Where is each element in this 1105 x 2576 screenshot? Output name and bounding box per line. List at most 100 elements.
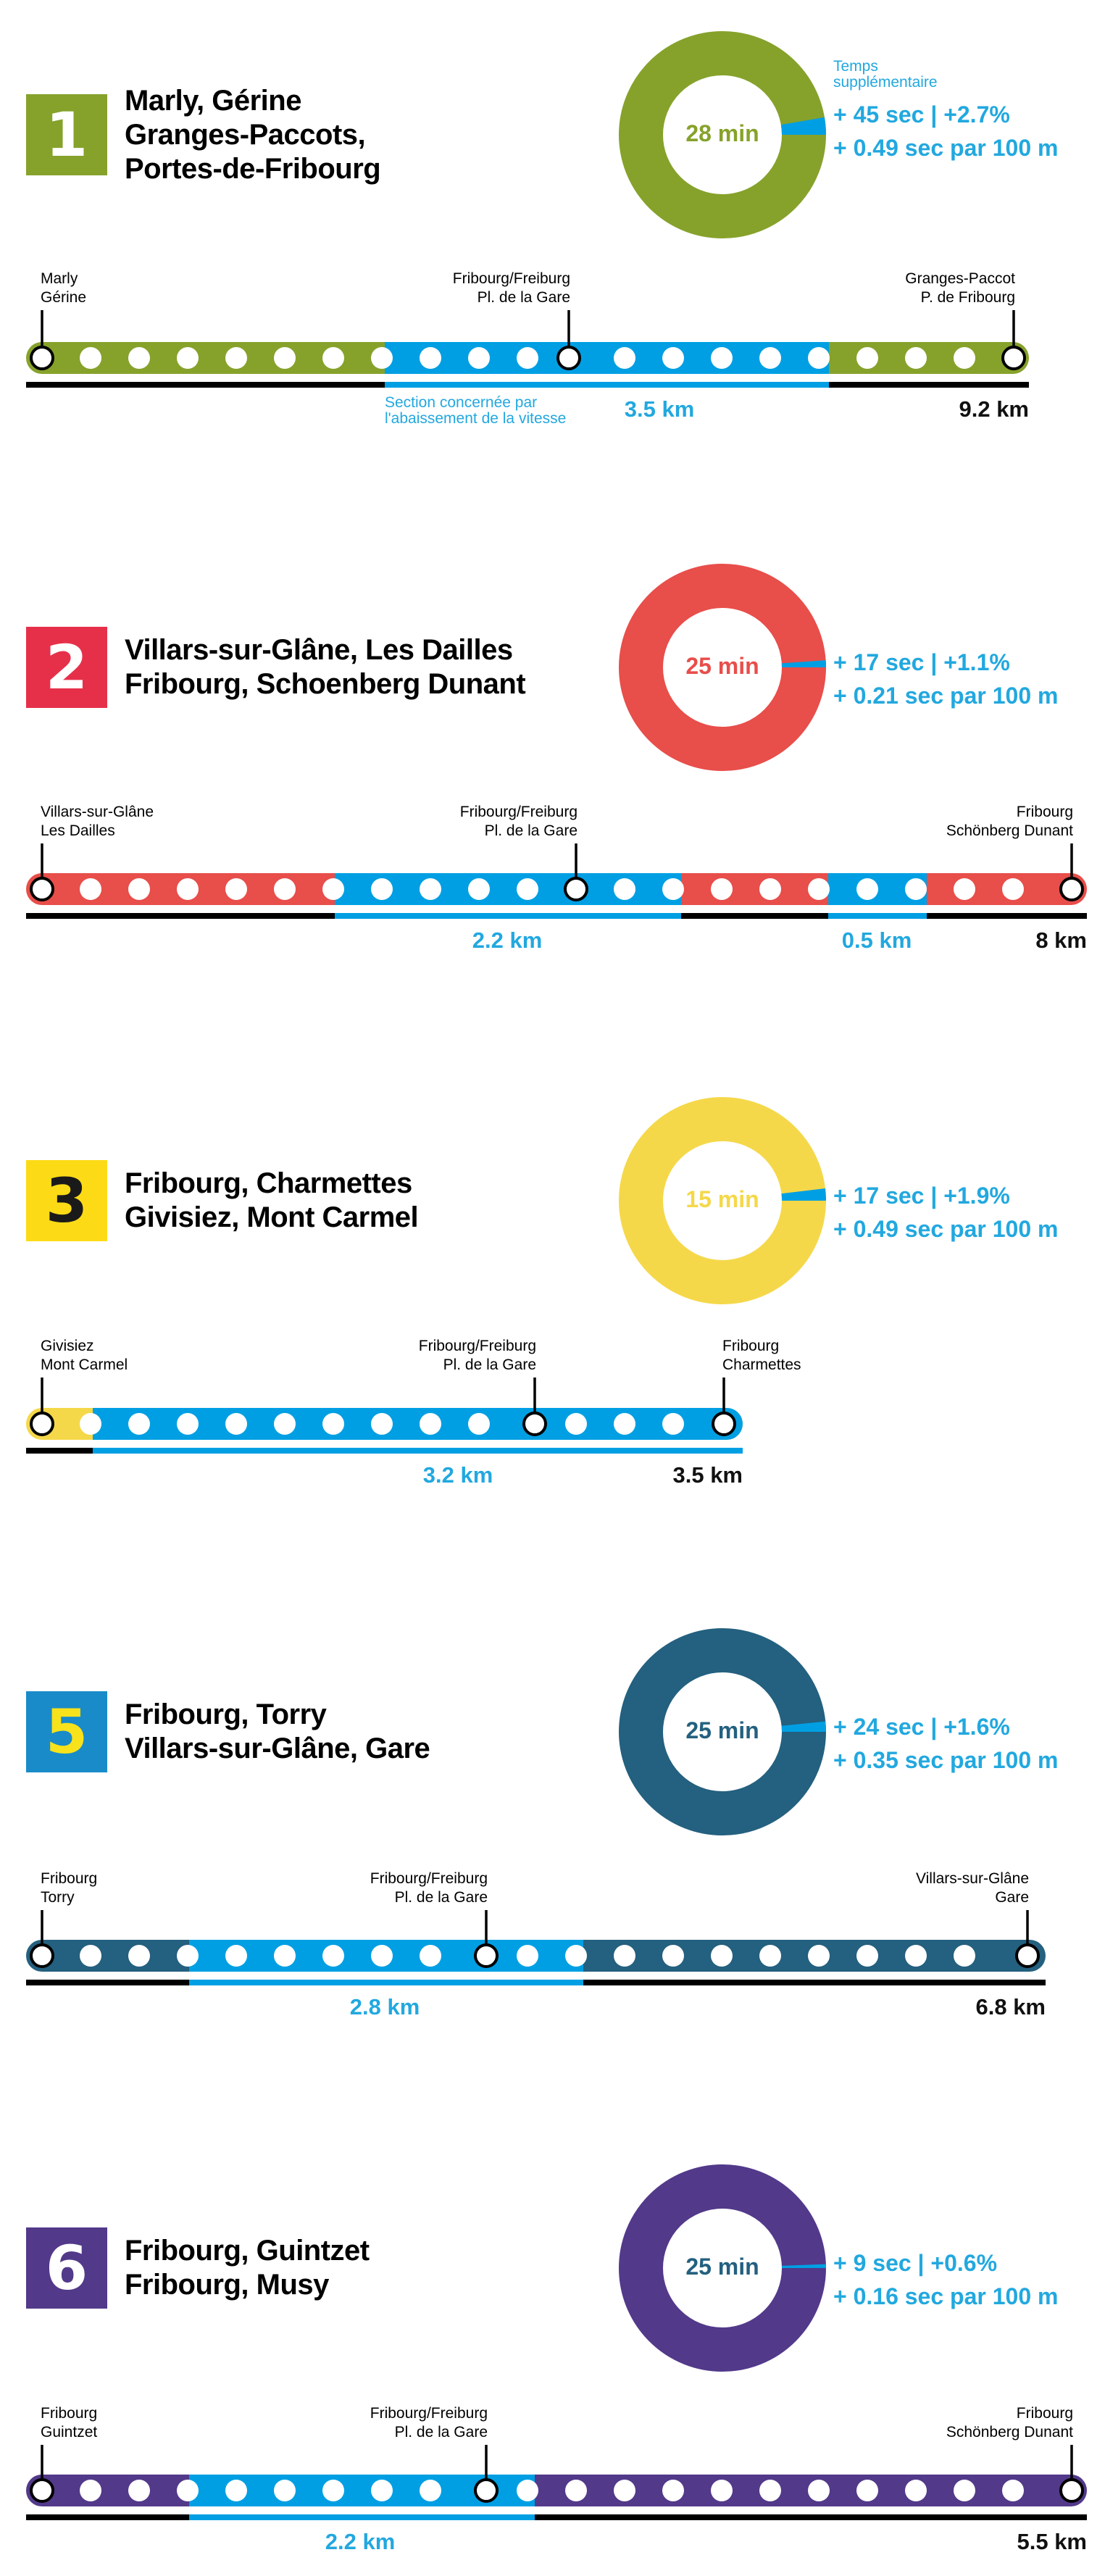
line-title-row: Marly, Gérine: [125, 84, 301, 117]
stop-dot: [177, 1945, 199, 1967]
stop-dot: [662, 1945, 684, 1967]
stop-dot: [128, 878, 150, 900]
stop-label-row: Marly: [41, 270, 78, 287]
named-stop-marker: [30, 2478, 54, 2503]
travel-time-label: 25 min: [685, 653, 759, 679]
stop-label-row: Pl. de la Gare: [484, 822, 577, 839]
stop-dot: [856, 878, 878, 900]
line-title-row: Fribourg, Musy: [125, 2269, 329, 2301]
extra-time-per-100m: + 0.49 sec par 100 m: [833, 1216, 1059, 1242]
stop-dot: [371, 1413, 393, 1435]
reduced-section-distance: 2.8 km: [349, 1994, 420, 2019]
stop-dot: [905, 2480, 927, 2501]
stop-dot: [468, 347, 490, 369]
stop-label-row: P. de Fribourg: [920, 289, 1015, 306]
extra-time-per-100m: + 0.21 sec par 100 m: [833, 683, 1059, 709]
stop-label-row: Les Dailles: [41, 822, 115, 839]
stop-label-row: Gérine: [41, 289, 87, 306]
stop-dot: [614, 878, 635, 900]
stop-dot: [371, 2480, 393, 2501]
total-distance: 6.8 km: [975, 1994, 1046, 2019]
stop-dot: [517, 878, 538, 900]
route-band: [26, 873, 1087, 905]
stop-dot: [662, 347, 684, 369]
reduced-speed-segment: [385, 342, 829, 374]
stop-dot: [274, 2480, 296, 2501]
stop-dot: [80, 1413, 101, 1435]
caption-row: supplémentaire: [833, 74, 938, 91]
stop-dot: [517, 2480, 538, 2501]
total-distance: 9.2 km: [959, 396, 1029, 422]
travel-time-label: 25 min: [685, 1717, 759, 1743]
extra-time-value: + 45 sec | +2.7%: [833, 101, 1010, 128]
stop-dot: [614, 2480, 635, 2501]
stop-dot: [322, 878, 344, 900]
section-note-row: Section concernée par: [385, 394, 538, 411]
stop-dot: [177, 878, 199, 900]
stop-dot: [274, 878, 296, 900]
stop-dot: [808, 2480, 830, 2501]
stop-dot: [80, 878, 101, 900]
distance-bar: [26, 913, 1087, 919]
stop-dot: [808, 347, 830, 369]
named-stop-marker: [1001, 346, 1026, 370]
stop-dot: [177, 1413, 199, 1435]
total-distance: 3.5 km: [672, 1462, 743, 1488]
stop-dot: [1002, 2480, 1024, 2501]
route-band: [26, 1940, 1046, 1972]
stop-label-row: Fribourg/Freiburg: [459, 804, 577, 820]
reduced-speed-segment-fill: [93, 1408, 125, 1440]
stop-dot: [954, 878, 975, 900]
stop-dot: [759, 878, 781, 900]
stop-dot: [128, 1413, 150, 1435]
stop-dot: [128, 1945, 150, 1967]
stop-dot: [662, 1413, 684, 1435]
stop-dot: [711, 1945, 733, 1967]
stop-label-row: Pl. de la Gare: [443, 1356, 536, 1373]
stop-dot: [856, 2480, 878, 2501]
reduced-section-distance: 3.5 km: [624, 396, 695, 422]
stop-dot: [128, 347, 150, 369]
stop-dot: [517, 347, 538, 369]
distance-bar-reduced: [385, 382, 829, 388]
stop-dot: [759, 1945, 781, 1967]
stop-dot: [177, 347, 199, 369]
named-stop-marker: [30, 877, 54, 901]
stop-dot: [371, 347, 393, 369]
named-stop-marker: [30, 346, 54, 370]
stop-dot: [565, 2480, 587, 2501]
travel-time-label: 28 min: [685, 120, 759, 146]
travel-time-label: 15 min: [685, 1186, 759, 1212]
extra-time-stats: + 9 sec | +0.6%+ 0.16 sec par 100 m: [833, 2246, 1058, 2313]
distance-bar-reduced: [189, 1980, 583, 1985]
stop-dot: [856, 347, 878, 369]
stop-label-row: Charmettes: [722, 1356, 801, 1373]
stop-dot: [711, 2480, 733, 2501]
reduced-speed-segment: [828, 873, 927, 905]
line-title-row: Portes-de-Fribourg: [125, 152, 381, 185]
stop-label-row: Mont Carmel: [41, 1356, 128, 1373]
stop-label-row: Torry: [41, 1889, 75, 1906]
stop-dot: [954, 347, 975, 369]
stop-dot: [468, 1413, 490, 1435]
named-stop-marker: [522, 1412, 547, 1436]
stop-dot: [420, 1413, 441, 1435]
distance-bar-reduced: [189, 2514, 535, 2520]
stop-label-row: Schönberg Dunant: [946, 2424, 1073, 2440]
distance-bar: [26, 1448, 743, 1454]
distance-bar-reduced: [828, 913, 927, 919]
stop-dot: [905, 347, 927, 369]
route-band: [26, 1408, 743, 1440]
stop-dot: [322, 347, 344, 369]
stop-label-row: Fribourg/Freiburg: [370, 2405, 488, 2422]
